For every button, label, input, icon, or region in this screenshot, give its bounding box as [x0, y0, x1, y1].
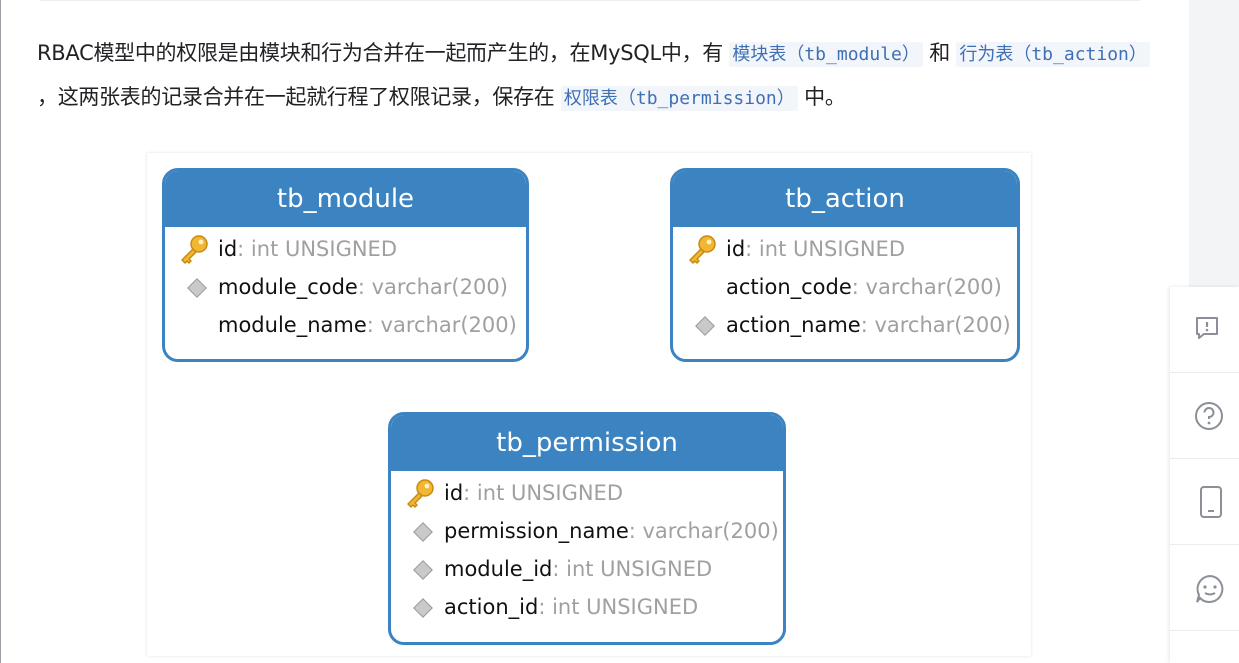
field-name: module_name	[218, 313, 367, 337]
field-row: action_code: varchar(200)	[673, 268, 1017, 306]
entity-title: tb_permission	[391, 415, 783, 471]
field-type: : int UNSIGNED	[538, 595, 699, 619]
field-type: : int UNSIGNED	[745, 237, 905, 261]
field-type: : int UNSIGNED	[552, 557, 713, 581]
field-type: : varchar(200)	[357, 275, 508, 299]
field-type: : varchar(200)	[851, 275, 1002, 299]
chat-button[interactable]	[1170, 545, 1239, 631]
field-type: : varchar(200)	[860, 313, 1011, 337]
field-name: id	[444, 481, 464, 505]
code-module-table: 模块表（tb_module）	[729, 42, 923, 67]
field-row: id: int UNSIGNED	[391, 474, 783, 512]
article-text-3: ，这两张表的记录合并在一起就行程了权限记录，保存在	[37, 85, 561, 109]
help-icon	[1195, 402, 1223, 430]
field-row: permission_name: varchar(200)	[391, 512, 783, 550]
field-row: module_code: varchar(200)	[165, 268, 526, 306]
feedback-icon	[1196, 317, 1218, 339]
diamond-icon	[695, 316, 715, 336]
field-row: id: int UNSIGNED	[673, 230, 1017, 268]
chat-icon	[1196, 574, 1224, 603]
article-text-2: 和	[922, 41, 957, 65]
field-row: module_id: int UNSIGNED	[391, 550, 783, 588]
diamond-icon	[413, 560, 433, 580]
field-type: : int UNSIGNED	[237, 237, 397, 261]
field-name: id	[218, 237, 238, 261]
field-type: : varchar(200)	[366, 313, 517, 337]
code-permission-table: 权限表（tb_permission）	[560, 86, 798, 111]
field-row: action_id: int UNSIGNED	[391, 588, 783, 626]
mobile-icon	[1200, 486, 1222, 518]
field-type: : varchar(200)	[628, 519, 779, 543]
entity-title: tb_module	[165, 171, 526, 227]
field-row: id: int UNSIGNED	[165, 230, 526, 268]
field-name: module_id	[444, 557, 553, 581]
diamond-icon	[187, 278, 207, 298]
field-name: id	[726, 237, 746, 261]
key-icon	[177, 234, 211, 264]
feedback-button[interactable]	[1170, 287, 1239, 373]
floating-toolbar	[1170, 287, 1239, 663]
field-name: permission_name	[444, 519, 629, 543]
field-row: module_name: varchar(200)	[165, 306, 526, 344]
top-divider	[40, 0, 1140, 1]
field-name: module_code	[218, 275, 358, 299]
field-row: action_name: varchar(200)	[673, 306, 1017, 344]
left-border	[0, 0, 1, 663]
article-text-1: RBAC模型中的权限是由模块和行为合并在一起而产生的，在MySQL中，有	[37, 41, 730, 65]
help-button[interactable]	[1170, 373, 1239, 459]
diamond-icon	[413, 598, 433, 618]
entity-title: tb_action	[673, 171, 1017, 227]
field-name: action_id	[444, 595, 539, 619]
article-paragraph: RBAC模型中的权限是由模块和行为合并在一起而产生的，在MySQL中，有 模块表…	[37, 32, 1157, 120]
code-action-table: 行为表（tb_action）	[956, 42, 1150, 67]
key-icon	[403, 478, 437, 508]
article-text-4: 中。	[797, 85, 846, 109]
mobile-button[interactable]	[1170, 459, 1239, 545]
key-icon	[685, 234, 719, 264]
field-name: action_code	[726, 275, 852, 299]
diamond-icon	[413, 522, 433, 542]
field-type: : int UNSIGNED	[463, 481, 623, 505]
field-name: action_name	[726, 313, 861, 337]
